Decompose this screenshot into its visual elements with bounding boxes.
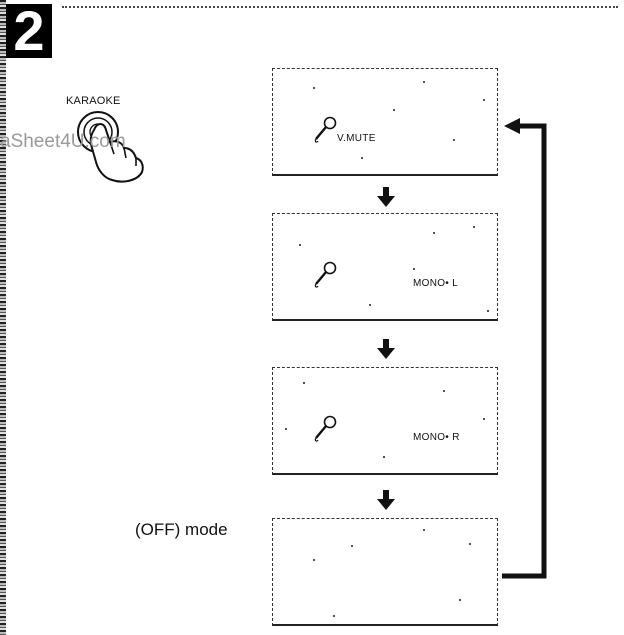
down-arrow-icon: [376, 490, 396, 512]
panel-text: V.MUTE: [337, 133, 376, 144]
off-mode-label: (OFF) mode: [135, 520, 228, 540]
panel-text: MONO• L: [413, 278, 458, 289]
karaoke-button-label: KARAOKE: [66, 95, 121, 107]
step-number-badge: 2: [6, 4, 52, 58]
display-panel-vmute: V.MUTE: [272, 68, 498, 176]
page-edge-scan: [0, 0, 6, 635]
display-panel-off: [272, 518, 498, 626]
microphone-icon: [311, 414, 339, 444]
microphone-icon: [311, 115, 339, 145]
down-arrow-icon: [376, 187, 396, 209]
down-arrow-icon: [376, 339, 396, 361]
display-panel-mono-r: MONO• R: [272, 367, 498, 475]
panel-text: MONO• R: [413, 432, 460, 443]
display-panel-mono-l: MONO• L: [272, 213, 498, 321]
return-loop-arrow-icon: [500, 118, 560, 588]
dotted-rule: [62, 6, 618, 8]
microphone-icon: [311, 260, 339, 290]
watermark-text: aSheet4U.com: [0, 131, 126, 153]
